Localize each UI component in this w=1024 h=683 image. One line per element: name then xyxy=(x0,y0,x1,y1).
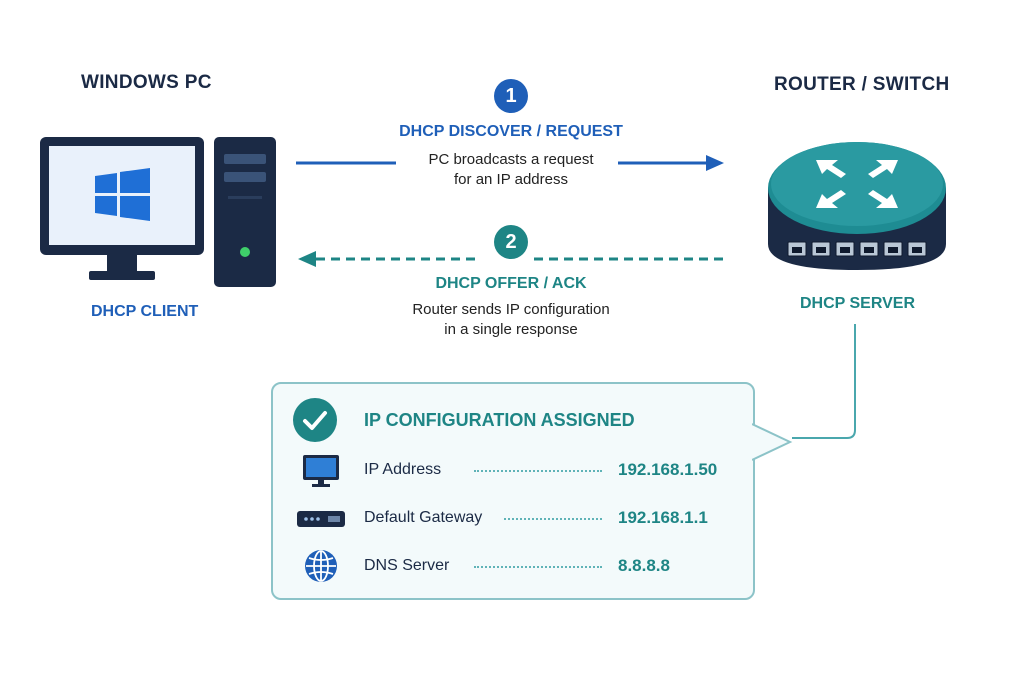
step-2-description: Router sends IP configuration in a singl… xyxy=(370,300,652,340)
router-icon xyxy=(768,142,946,270)
step-2-title: DHCP OFFER / ACK xyxy=(435,275,587,292)
step-2-badge: 2 xyxy=(494,225,528,259)
client-role-label: DHCP CLIENT xyxy=(91,303,199,320)
windows-logo-icon xyxy=(95,168,150,221)
windows-pc-icon xyxy=(40,137,276,287)
gateway-router-icon xyxy=(297,511,345,527)
default-gateway-value: 192.168.1.1 xyxy=(618,508,708,527)
server-title: ROUTER / SWITCH xyxy=(774,74,950,95)
step-1-desc-line2: for an IP address xyxy=(454,171,568,188)
ip-address-label: IP Address xyxy=(364,461,442,478)
step-1-title: DHCP DISCOVER / REQUEST xyxy=(399,123,623,140)
ip-address-value: 192.168.1.50 xyxy=(618,460,718,479)
dotted-leader xyxy=(504,518,602,520)
check-icon xyxy=(293,398,337,442)
step-2-desc-line1: Router sends IP configuration xyxy=(412,301,610,318)
step-1-desc-line1: PC broadcasts a request xyxy=(428,151,594,168)
dotted-leader xyxy=(474,470,602,472)
offer-arrow xyxy=(298,251,724,267)
dns-server-value: 8.8.8.8 xyxy=(618,556,670,575)
step-1-description: PC broadcasts a request for an IP addres… xyxy=(390,150,632,190)
ip-config-panel xyxy=(271,382,755,600)
dotted-leader xyxy=(474,566,602,568)
client-title: WINDOWS PC xyxy=(81,72,212,93)
step-2-desc-line2: in a single response xyxy=(444,321,578,338)
globe-icon xyxy=(305,550,337,582)
callout-pointer xyxy=(752,423,793,461)
dns-server-label: DNS Server xyxy=(364,557,450,574)
server-connector-line xyxy=(792,324,856,439)
monitor-icon xyxy=(303,455,339,487)
step-1-badge: 1 xyxy=(494,79,528,113)
discover-arrow xyxy=(296,155,724,171)
server-role-label: DHCP SERVER xyxy=(800,295,915,312)
default-gateway-label: Default Gateway xyxy=(364,509,483,526)
config-title: IP CONFIGURATION ASSIGNED xyxy=(364,410,635,430)
